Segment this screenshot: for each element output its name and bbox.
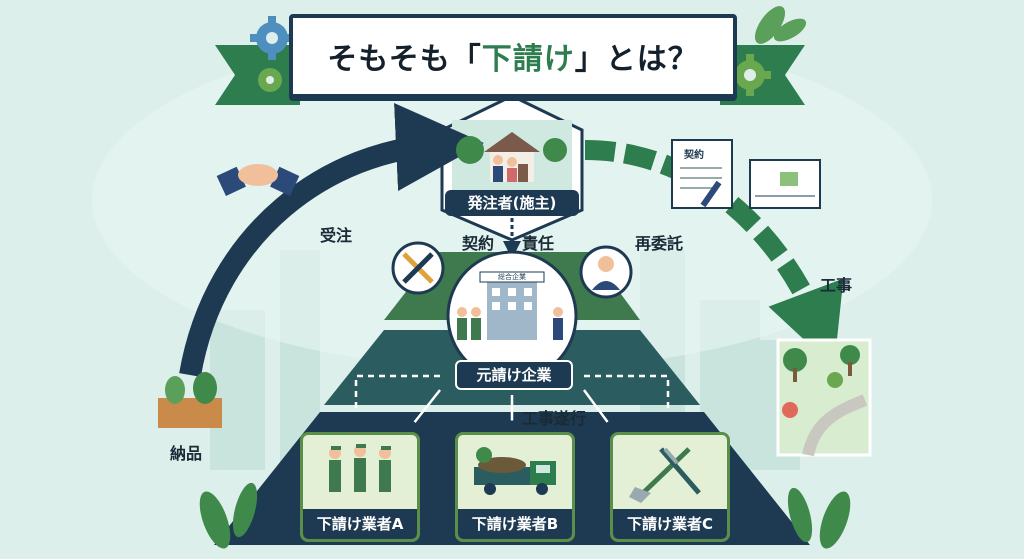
connector-diag-a	[405, 389, 441, 434]
execution-label: 工事遂行	[522, 409, 587, 428]
connector-prime-a	[348, 374, 440, 428]
connector-prime-c	[584, 374, 676, 428]
subcontractor-a-label: 下請け業者A	[303, 509, 417, 539]
gear-icon	[258, 68, 282, 92]
delivery-label: 納品	[170, 444, 203, 463]
prime-contractor-label: 元請け企業	[455, 360, 573, 390]
subcontractor-c-label: 下請け業者C	[613, 509, 727, 539]
receive-order-label: 受注	[320, 226, 353, 245]
subcontract-arrow	[584, 140, 844, 368]
title-banner: そもそも「下請け」とは？	[289, 14, 737, 98]
subcontractor-card-c: 下請け業者C	[610, 432, 730, 542]
contract-document-icon	[671, 139, 733, 209]
house-icon	[456, 132, 567, 182]
blueprint-icon	[749, 159, 821, 209]
subcontractor-card-b: 下請け業者B	[455, 432, 575, 542]
client-label: 発注者(施主)	[445, 190, 579, 216]
delivery-box-icon	[158, 372, 222, 428]
banner-ribbon-left	[215, 45, 300, 105]
office-building-icon	[446, 250, 578, 382]
title-after: 」とは？	[574, 42, 699, 77]
leaf-icon	[754, 6, 807, 44]
wrench-icon	[391, 241, 445, 295]
subcontract-label: 再委託	[635, 234, 684, 253]
prime-building-sign: 総合企業	[498, 273, 526, 281]
connector-diag-c	[582, 389, 617, 435]
subcontractor-b-label: 下請け業者B	[458, 509, 572, 539]
contract-document-title: 契約	[684, 150, 704, 161]
truck-icon	[474, 447, 556, 495]
shovel-icon	[629, 447, 701, 503]
workers-icon	[329, 444, 391, 492]
page-title: そもそも「下請け」とは？	[327, 34, 698, 78]
title-before: そもそも「	[327, 42, 482, 77]
leaf-icon	[199, 482, 851, 549]
receive-order-arrow	[179, 103, 484, 377]
garden-scene	[776, 338, 872, 457]
subcontractor-card-a: 下請け業者A	[300, 432, 420, 542]
person-icon	[579, 245, 633, 299]
title-highlight: 下請け	[481, 42, 575, 77]
responsibility-label: 責任	[522, 234, 555, 253]
construction-label: 工事	[820, 276, 853, 295]
handshake-icon	[216, 164, 300, 196]
contract-label: 契約	[462, 234, 495, 253]
